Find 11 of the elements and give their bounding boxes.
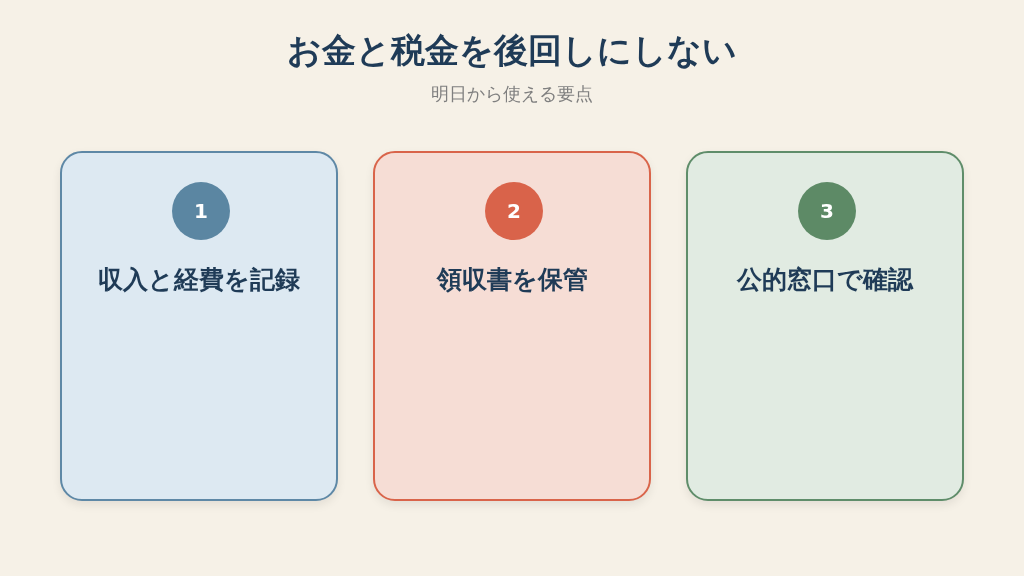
card-heading: 領収書を保管 xyxy=(436,265,588,294)
number-badge: 2 xyxy=(485,182,543,240)
card xyxy=(60,151,338,501)
card xyxy=(686,151,964,501)
card xyxy=(373,151,651,501)
number-badge: 1 xyxy=(172,182,230,240)
title: お金と税金を後回しにしない xyxy=(287,30,737,70)
subtitle: 明日から使える要点 xyxy=(431,83,593,104)
card-heading: 収入と経費を記録 xyxy=(98,265,300,294)
number-badge: 3 xyxy=(798,182,856,240)
card-heading: 公的窓口で確認 xyxy=(737,265,913,294)
